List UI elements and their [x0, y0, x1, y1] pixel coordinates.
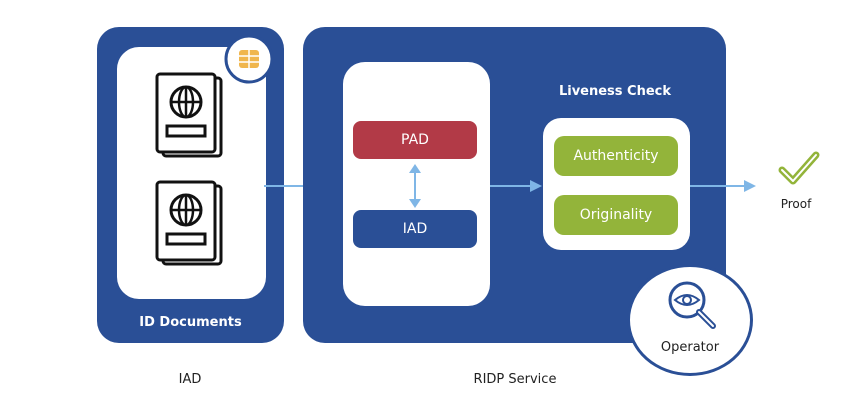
caption-iad: IAD: [178, 372, 202, 387]
double-arrow-icon: [409, 164, 421, 208]
caption-ridp-service: RIDP Service: [473, 372, 557, 387]
magnifier-eye-icon: [668, 281, 716, 329]
passport-icon: [155, 180, 223, 266]
arrow-right-icon: [690, 180, 756, 192]
proof-label: Proof: [780, 197, 812, 211]
operator-label: Operator: [660, 340, 720, 355]
checkmark-icon: [778, 151, 820, 185]
passport-icon: [155, 72, 223, 158]
chip-icon: [224, 34, 274, 84]
id-documents-title: ID Documents: [139, 315, 242, 330]
detection-card: [343, 62, 490, 306]
originality-box: Originality: [554, 195, 678, 235]
pad-box: PAD: [353, 121, 477, 159]
liveness-check-title: Liveness Check: [558, 84, 672, 99]
authenticity-box: Authenticity: [554, 136, 678, 176]
iad-box: IAD: [353, 210, 477, 248]
arrow-right-icon: [490, 180, 542, 192]
